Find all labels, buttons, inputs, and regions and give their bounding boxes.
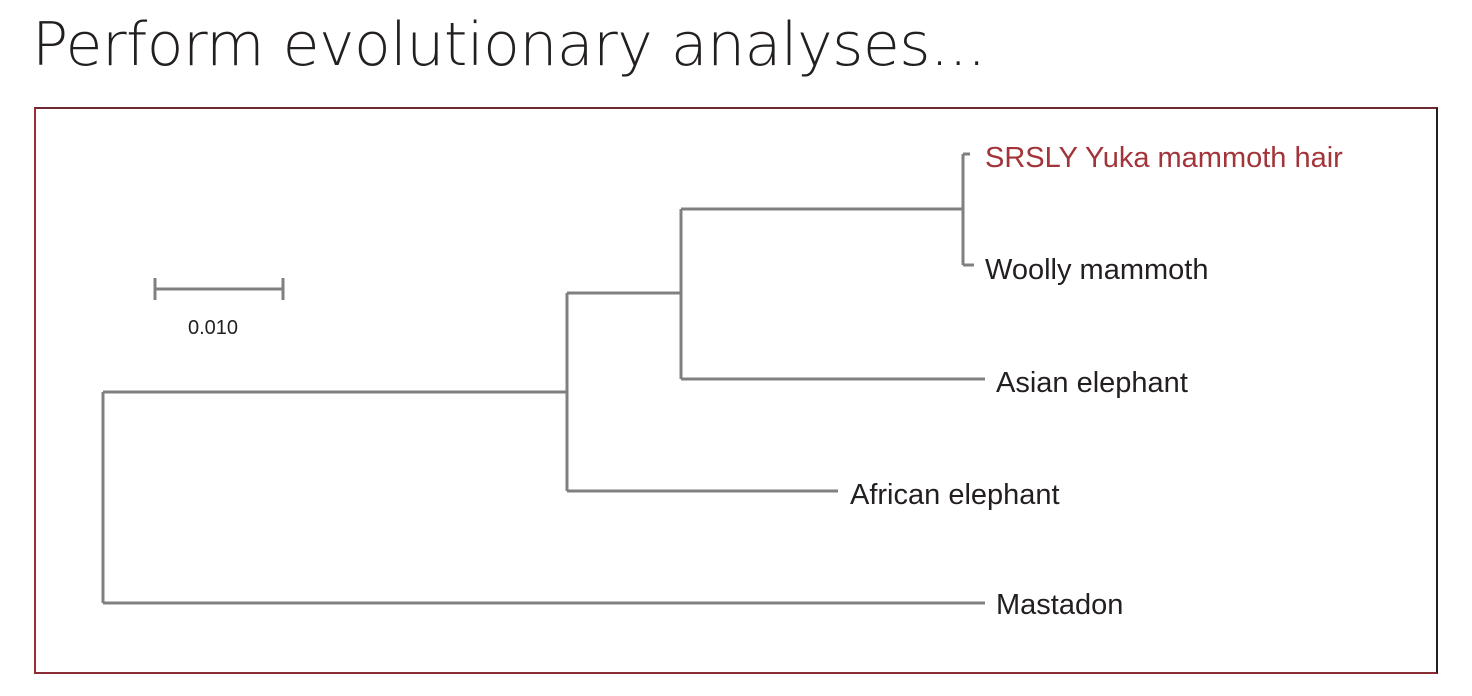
taxon-label-african-elephant: African elephant <box>850 479 1060 511</box>
phylogenetic-tree-frame <box>34 107 1438 674</box>
taxon-label-mastadon: Mastadon <box>996 589 1123 621</box>
taxon-label-yuka-mammoth: SRSLY Yuka mammoth hair <box>985 142 1343 174</box>
scale-bar-label: 0.010 <box>188 317 238 339</box>
taxon-label-asian-elephant: Asian elephant <box>996 367 1188 399</box>
scale-bar: 0.010 <box>153 278 285 339</box>
page-title: Perform evolutionary analyses... <box>32 10 986 80</box>
taxon-label-woolly-mammoth: Woolly mammoth <box>985 254 1208 286</box>
